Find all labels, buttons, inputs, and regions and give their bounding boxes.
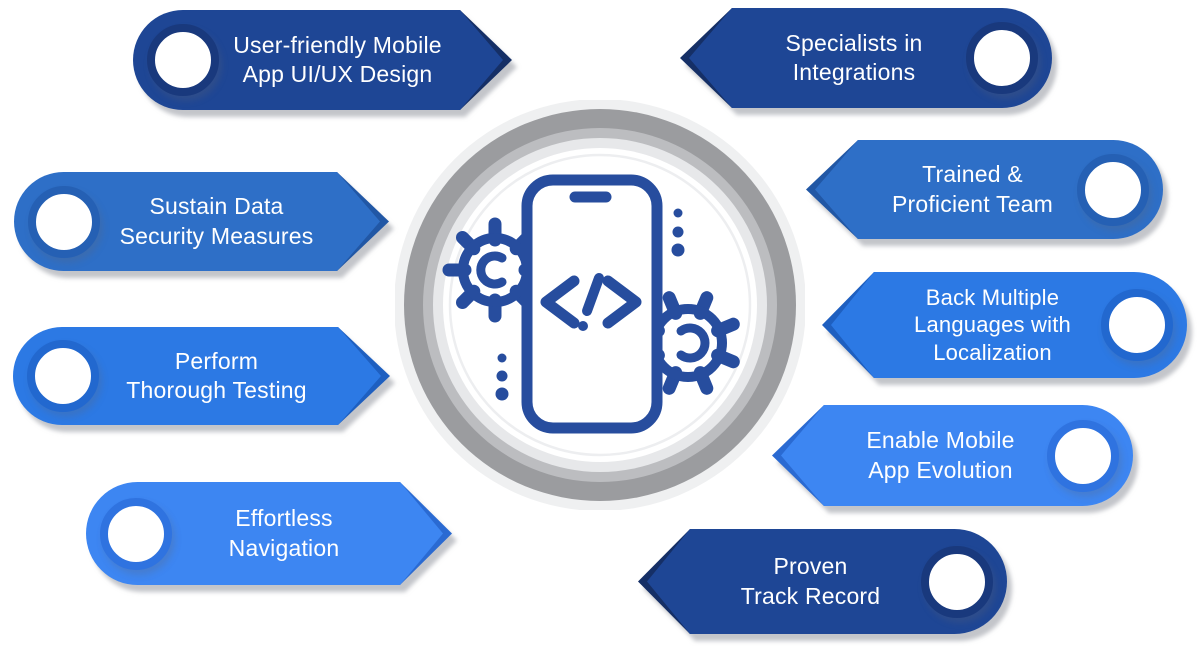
arrow-tip <box>337 172 389 271</box>
arrow-tip <box>638 529 690 634</box>
bullet-circle <box>147 24 219 96</box>
banner-localization: Back Multiple Languages with Localizatio… <box>822 272 1187 378</box>
banner-label: Perform Thorough Testing <box>126 347 307 403</box>
banner-label: Sustain Data Security Measures <box>119 193 314 249</box>
bullet-circle <box>1101 289 1173 361</box>
banner-label: Proven Track Record <box>740 553 881 609</box>
banner-label: Effortless Navigation <box>228 505 340 561</box>
bullet-circle <box>27 340 99 412</box>
bullet-circle <box>1047 419 1119 492</box>
banner-label: Back Multiple Languages with Localizatio… <box>914 284 1071 365</box>
banner-track-record: Proven Track Record <box>638 529 1007 634</box>
arrow-tip <box>460 10 512 110</box>
code-brackets-icon <box>540 273 642 331</box>
arrow-tip <box>822 272 874 378</box>
banner-label: User-friendly Mobile App UI/UX Design <box>233 31 442 87</box>
arrow-tip <box>338 327 390 425</box>
center-emblem <box>395 100 805 510</box>
banner-label: Enable Mobile App Evolution <box>866 427 1015 483</box>
arrow-tip <box>806 140 858 239</box>
bullet-circle <box>28 185 100 258</box>
arrow-tip <box>680 8 732 108</box>
arrow-tip <box>772 405 824 506</box>
banner-proficient-team: Trained & Proficient Team <box>806 140 1163 239</box>
banner-integrations: Specialists in Integrations <box>680 8 1052 108</box>
bullet-circle <box>100 497 172 570</box>
banner-label: Specialists in Integrations <box>785 29 923 85</box>
bullet-circle <box>1077 153 1149 226</box>
banner-app-evolution: Enable Mobile App Evolution <box>772 405 1133 506</box>
banner-uiux-design: User-friendly Mobile App UI/UX Design <box>133 10 512 110</box>
banner-label: Trained & Proficient Team <box>891 161 1054 217</box>
banner-data-security: Sustain Data Security Measures <box>14 172 389 271</box>
bullet-circle <box>966 22 1038 94</box>
banner-effortless-navigation: Effortless Navigation <box>86 482 452 585</box>
banner-thorough-testing: Perform Thorough Testing <box>13 327 390 425</box>
bullet-circle <box>921 545 993 618</box>
dots-decoration <box>495 208 685 401</box>
arrow-tip <box>400 482 452 585</box>
